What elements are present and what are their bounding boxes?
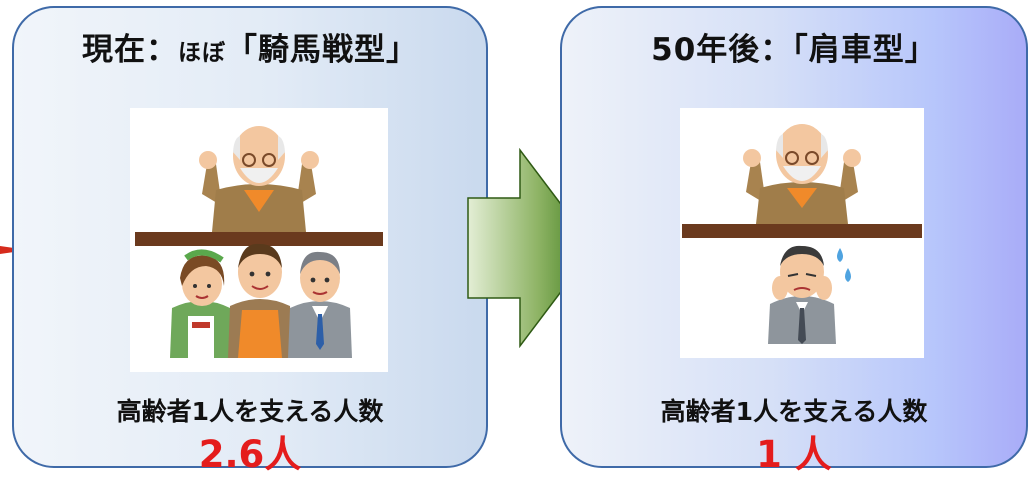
future-panel-title: 50年後：「肩車型」 (651, 32, 937, 68)
current-panel-title: 現在：ほぼ「騎馬戦型」 (14, 24, 486, 69)
right-arrow-icon (467, 148, 595, 348)
current-title-end: 「騎馬戦型」 (226, 32, 418, 68)
sweat-drops-icon (837, 248, 851, 282)
businessman-icon (288, 251, 352, 358)
worker-man-icon (228, 243, 292, 358)
current-panel: 現在：ほぼ「騎馬戦型」 (12, 6, 488, 476)
shop-clerk-woman-icon (170, 249, 232, 358)
current-title-small: ほぼ (178, 40, 226, 66)
future-caption: 高齢者1人を支える人数 (660, 397, 928, 426)
support-bar (135, 232, 383, 246)
cavalry-battle-illustration (130, 108, 388, 372)
red-marker-icon (0, 246, 22, 254)
future-panel: 50年後：「肩車型」 (560, 6, 1028, 476)
shoulder-ride-illustration (680, 108, 924, 358)
future-supporter-count: 1 人 (756, 433, 832, 476)
worried-man-icon (768, 245, 836, 344)
current-supporter-count: 2.6人 (198, 433, 302, 476)
elderly-man-icon (743, 124, 861, 224)
current-caption: 高齢者1人を支える人数 (116, 397, 384, 426)
current-title-main: 現在： (82, 32, 178, 68)
elderly-man-icon (199, 126, 319, 232)
support-bar (682, 224, 922, 238)
